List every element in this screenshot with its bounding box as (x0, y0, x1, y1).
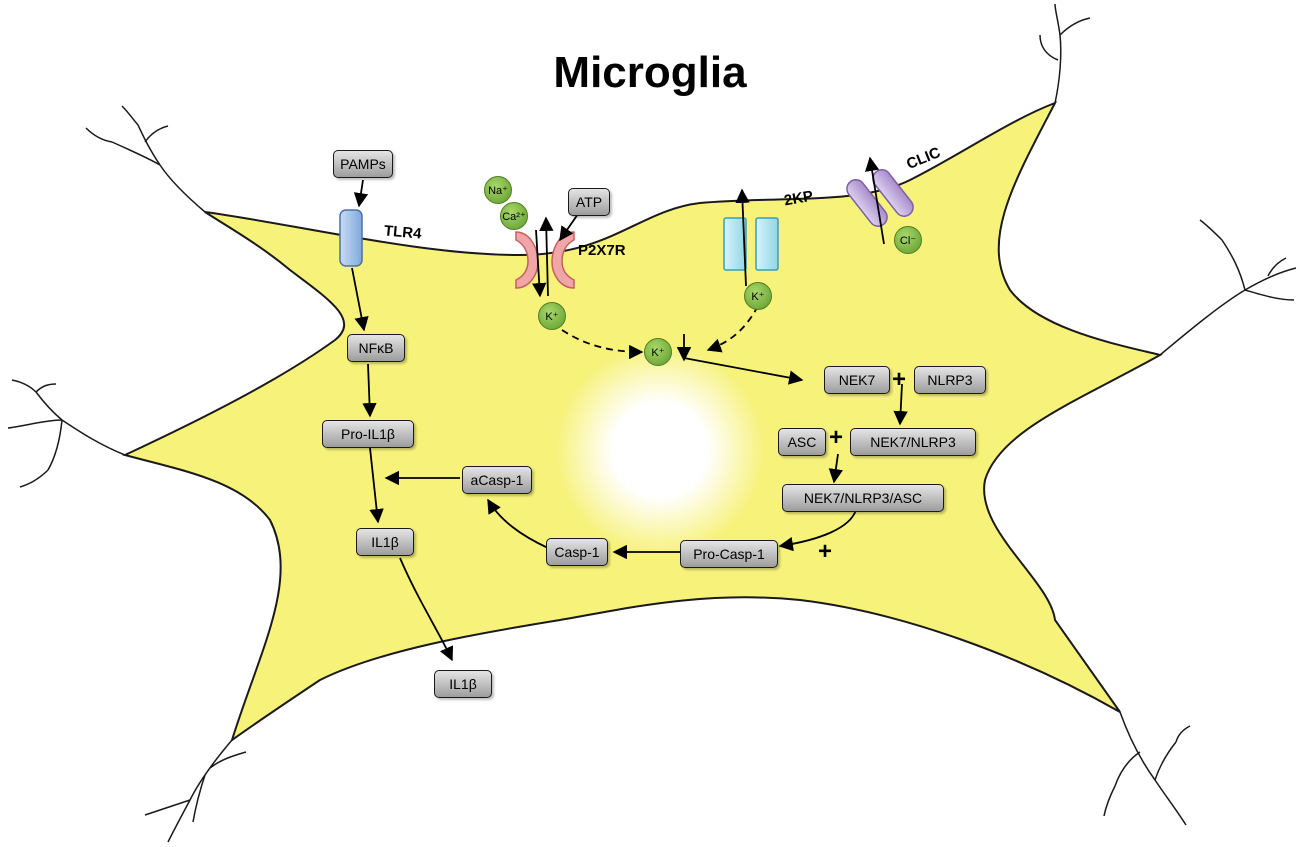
arrow-clic-out (864, 156, 885, 245)
acasp1-box: aCasp-1 (462, 466, 532, 494)
tlr4-label: TLR4 (383, 222, 423, 243)
nlrp3-box: NLRP3 (914, 366, 986, 394)
nek7-box: NEK7 (824, 366, 890, 394)
asc-box: ASC (778, 428, 826, 456)
plus-procasp1: + (818, 538, 833, 565)
plus-asc-nek7-nlrp3: + (829, 424, 844, 451)
ca-ion: Ca²⁺ (500, 202, 528, 230)
arrow-proil1b-il1b (369, 447, 384, 524)
arrow-il1b-out (399, 557, 454, 662)
tlr4-receptor (339, 209, 363, 267)
arrow-2kp-out (735, 188, 750, 287)
cell-processes (7, 3, 1297, 843)
p2x7r-label: P2X7R (578, 242, 626, 259)
arrow-casp1-acasp1 (487, 498, 549, 549)
arrow-atp-p2x7r (559, 213, 579, 242)
arrow-pamps-tlr4 (353, 179, 369, 208)
arrow-nek7-nlrp3-complex (893, 383, 908, 426)
twokp-channel (723, 217, 779, 271)
il1b-outside-box: IL1β (434, 670, 492, 698)
arrow-nfkb-proil1b (362, 363, 377, 418)
k-ion-2kp: K⁺ (744, 282, 772, 310)
arrow-asc-nek7-nlrp3 (828, 453, 843, 484)
arrow-p2x7r-out (539, 216, 554, 297)
k-ion-p2x7r: K⁺ (538, 302, 566, 330)
arrow-asc-complex-procasp1 (778, 509, 857, 552)
clic-channel (846, 169, 914, 227)
nek7-nlrp3-box: NEK7/NLRP3 (850, 428, 976, 456)
cl-ion: Cl⁻ (894, 226, 922, 254)
casp1-box: Casp-1 (546, 538, 608, 566)
plus-nek7-nlrp3: + (892, 366, 907, 393)
il1b-inside-box: IL1β (356, 528, 414, 556)
nucleus-glow (555, 345, 765, 555)
pathway-arrows (351, 156, 908, 662)
arrow-k-to-nek7 (683, 357, 804, 385)
na-ion: Na⁺ (484, 176, 512, 204)
nek7-nlrp3-asc-box: NEK7/NLRP3/ASC (782, 484, 944, 512)
arrow-p2x7r-in (532, 229, 547, 298)
k-ion-center: K⁺ (644, 338, 672, 366)
pro-casp1-box: Pro-Casp-1 (680, 540, 778, 568)
arrow-tlr4-nfkb (351, 267, 369, 332)
page-title: Microglia (553, 48, 747, 97)
pamps-box: PAMPs (333, 150, 393, 178)
arrow-k-2kp-dashed (706, 305, 759, 353)
pro-il1b-box: Pro-IL1β (322, 420, 414, 448)
atp-box: ATP (568, 188, 610, 216)
arrow-k-p2x7r-dashed (561, 329, 644, 360)
nfkb-box: NFκB (347, 334, 405, 362)
